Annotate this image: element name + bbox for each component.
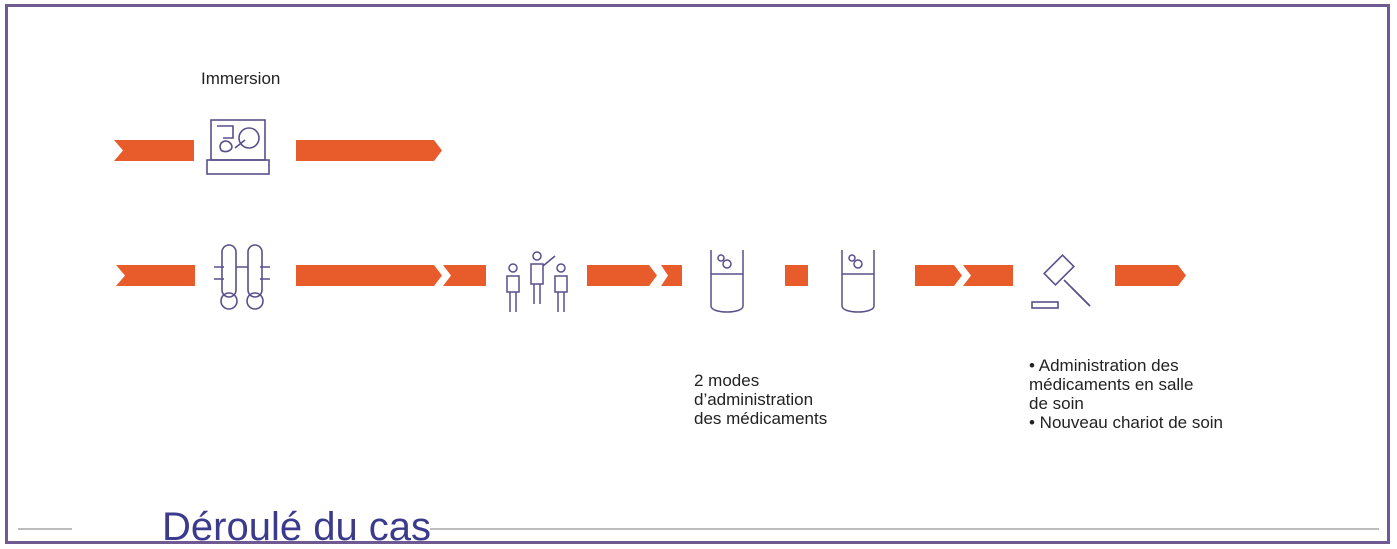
gavel-icon xyxy=(1031,252,1098,314)
arrow-segment xyxy=(1115,265,1186,286)
arrow-segment xyxy=(587,265,657,286)
arrow-segment xyxy=(114,140,194,161)
people-group-icon xyxy=(503,248,573,314)
arrow-segment xyxy=(296,140,442,161)
footer-title: Déroulé du cas xyxy=(162,505,432,549)
label-immersion: Immersion xyxy=(201,69,281,88)
vial-icon xyxy=(840,248,876,314)
footer-rule-right xyxy=(430,528,1379,530)
arrow-segment xyxy=(661,265,682,286)
arrow-segment xyxy=(785,265,808,286)
arrow-segment xyxy=(443,265,486,286)
arrow-segment xyxy=(296,265,442,286)
device-screen-icon xyxy=(206,118,270,176)
vial-icon xyxy=(709,248,745,314)
rollers-icon xyxy=(212,241,272,311)
arrow-segment xyxy=(116,265,195,286)
label-admin-notes: • Administration des médicaments en sall… xyxy=(1029,356,1224,432)
arrow-segment xyxy=(963,265,1013,286)
label-two-modes: 2 modes d’administration des médicaments xyxy=(694,371,828,428)
footer-rule-left xyxy=(18,528,72,530)
arrow-segment xyxy=(915,265,962,286)
